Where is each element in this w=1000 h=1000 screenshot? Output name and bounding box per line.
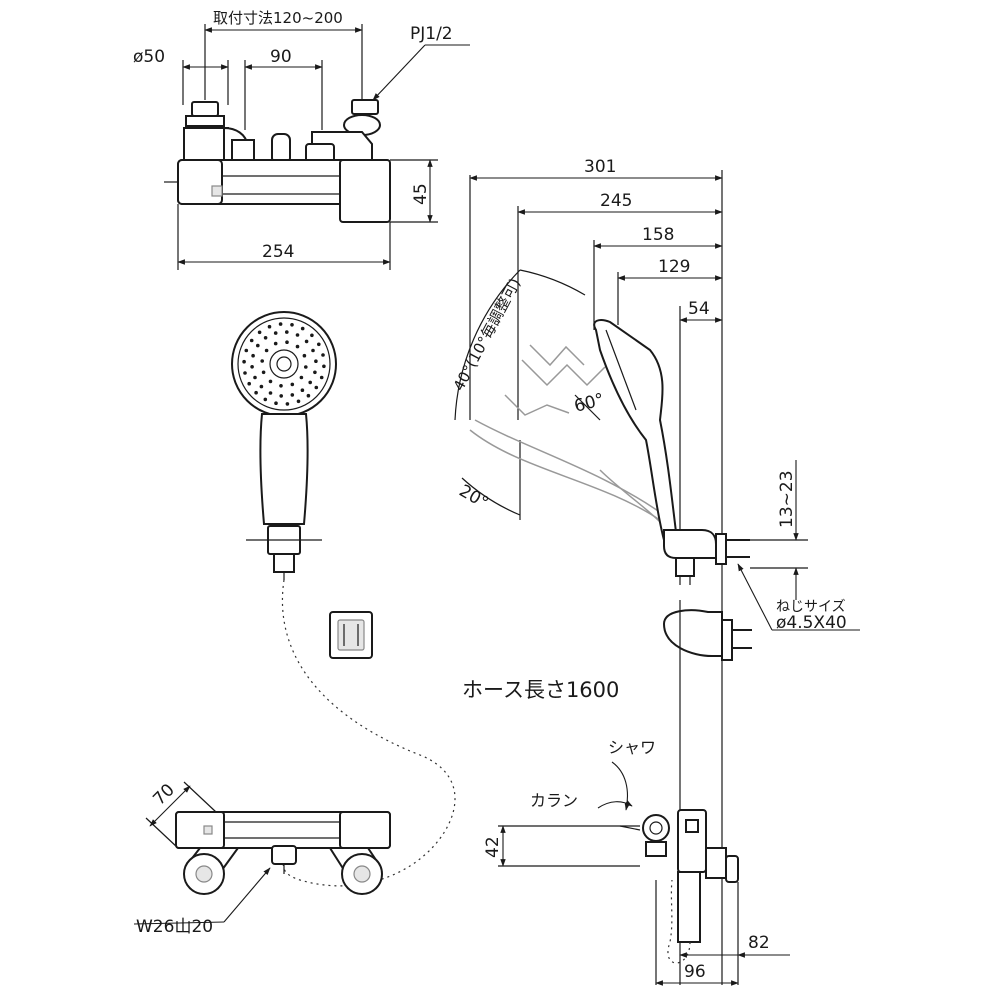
nozzle-dot: [319, 375, 324, 380]
nozzle-dot: [243, 371, 247, 375]
total-width-label: 254: [262, 242, 294, 262]
dim-96: 96: [684, 962, 706, 982]
nozzle-dot: [322, 364, 326, 369]
nozzle-dot: [250, 365, 254, 369]
nozzle-dot: [249, 338, 254, 343]
height-label: 45: [411, 183, 431, 205]
nozzle-dot: [279, 394, 284, 398]
nozzle-dot: [264, 348, 269, 353]
nozzle-dot: [285, 402, 290, 406]
diameter-label: ø50: [133, 47, 165, 67]
nozzle-dot: [254, 390, 258, 395]
bottom-view: 70 W26山20: [133, 780, 391, 937]
nozzle-dot: [302, 353, 307, 358]
hand-shower-front: [231, 311, 337, 580]
front-side-view: シャワ カラン 42 82 96: [483, 738, 790, 986]
nozzle-dot: [257, 330, 262, 335]
nozzle-dot: [313, 370, 317, 375]
bracket-offset-label: 13~23: [777, 470, 797, 528]
top-view: 取付寸法120~200 ø50 90 PJ1/2: [133, 9, 470, 270]
wall-holder-front: [329, 611, 373, 659]
nozzle-dot: [259, 384, 264, 389]
nozzle-dot: [290, 382, 295, 387]
nozzle-dot: [261, 370, 266, 375]
nozzle-dot: [311, 348, 315, 353]
shower-label: シャワ: [608, 738, 656, 757]
nozzle-dot: [263, 397, 268, 402]
angle-60-label: 60°: [572, 390, 606, 417]
nozzle-dot: [317, 342, 321, 347]
screw-size-caption: ねじサイズ: [776, 599, 846, 615]
hose: [282, 579, 456, 887]
nozzle-dot: [268, 379, 273, 384]
thread-label: W26山20: [136, 917, 213, 937]
side-view: 301 245 158 129 54 40°(10°毎調整可) 60° 20°: [450, 157, 860, 985]
nozzle-dot: [285, 340, 289, 345]
nozzle-dot: [279, 384, 283, 388]
dim-82: 82: [748, 933, 770, 953]
nozzle-dot: [244, 348, 249, 353]
nozzle-dot: [247, 381, 251, 386]
nozzle-dot: [290, 323, 294, 327]
nozzle-dot: [273, 331, 278, 335]
nozzle-dot: [274, 401, 278, 406]
angle-20-label: 20°: [456, 481, 492, 513]
dim-42: 42: [483, 836, 503, 858]
nozzle-dot: [260, 359, 265, 363]
dim-129: 129: [658, 257, 690, 277]
nozzle-dot: [278, 322, 283, 326]
dim-158: 158: [642, 225, 674, 245]
nozzle-dot: [263, 336, 268, 340]
nozzle-dot: [295, 333, 300, 337]
dim-301: 301: [584, 157, 616, 177]
nozzle-dot: [268, 391, 273, 395]
center-spacing-label: 90: [270, 47, 292, 67]
nozzle-dot: [251, 353, 255, 358]
nozzle-dot: [242, 359, 246, 364]
spout-label: カラン: [530, 791, 578, 810]
nozzle-dot: [321, 353, 325, 357]
nozzle-dot: [267, 324, 272, 329]
hose-length-label: ホース長さ1600: [462, 678, 619, 702]
nozzle-dot: [273, 341, 278, 346]
nozzle-dot: [285, 330, 289, 334]
nozzle-dot: [314, 359, 318, 364]
nozzle-dot: [295, 344, 300, 349]
nozzle-dot: [310, 333, 314, 338]
nozzle-dot: [300, 326, 305, 331]
nozzle-dot: [308, 380, 313, 385]
nozzle-dot: [304, 365, 308, 369]
nozzle-dot: [255, 343, 260, 348]
nozzle-dot: [299, 375, 304, 380]
dim-54: 54: [688, 299, 710, 319]
nozzle-dot: [253, 375, 257, 380]
nozzle-dot: [300, 388, 305, 393]
mount-range-label: 取付寸法120~200: [213, 9, 343, 27]
nozzle-dot: [290, 393, 295, 397]
nozzle-dot: [306, 393, 311, 398]
inlet-thread-label: PJ1/2: [410, 24, 453, 44]
angle-range-label: 40°(10°毎調整可): [450, 275, 525, 394]
nozzle-dot: [296, 399, 301, 404]
nozzle-dot: [304, 339, 309, 344]
depth-label: 70: [149, 780, 178, 809]
nozzle-dot: [314, 385, 319, 390]
dim-245: 245: [600, 191, 632, 211]
screw-size-value: ø4.5X40: [776, 613, 847, 633]
